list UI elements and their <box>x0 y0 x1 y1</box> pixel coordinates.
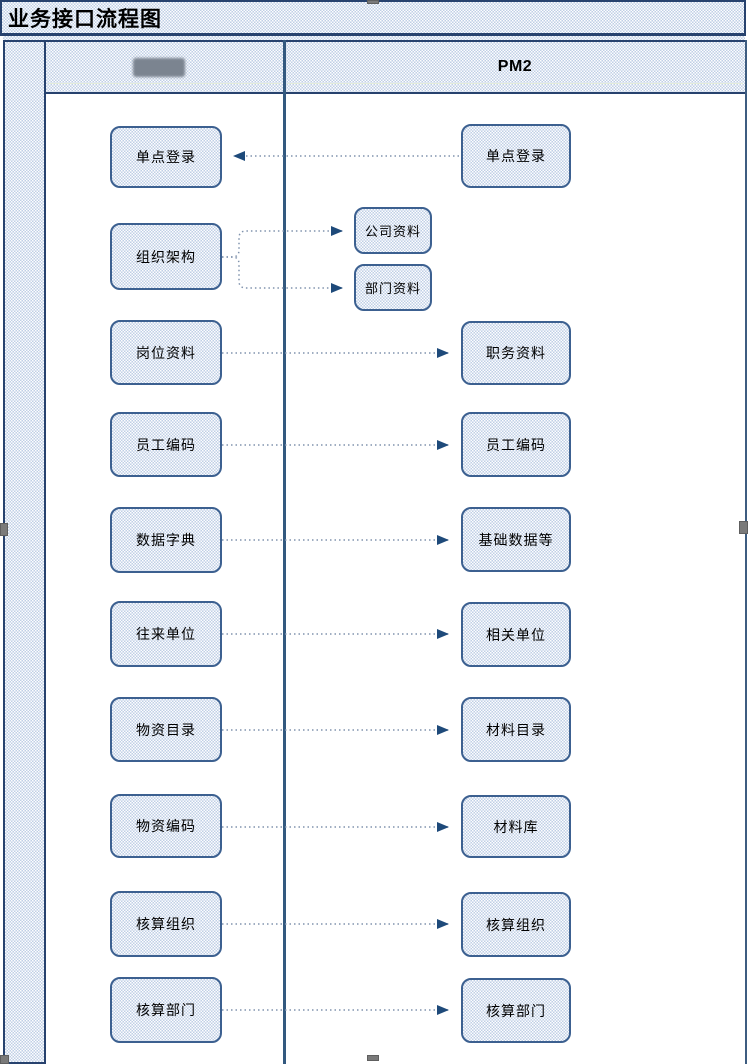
header-underline <box>287 83 743 84</box>
flow-node-company-info: 公司资料 <box>354 207 432 254</box>
lane-divider-line <box>283 40 286 1064</box>
flow-node-employee-code-pm2: 员工编码 <box>461 412 571 477</box>
flow-node-data-dictionary: 数据字典 <box>110 507 222 573</box>
flow-node-accounting-dept-left: 核算部门 <box>110 977 222 1043</box>
selection-handle-left[interactable] <box>0 523 8 536</box>
flow-node-accounting-org-pm2: 核算组织 <box>461 892 571 957</box>
flow-node-counterparty: 往来单位 <box>110 601 222 667</box>
swimlane-side-strip <box>3 40 46 1064</box>
flow-node-related-unit: 相关单位 <box>461 602 571 667</box>
title-gap-strip <box>3 36 745 41</box>
diagram-title: 业务接口流程图 <box>8 7 162 31</box>
flow-node-sso-pm2: 单点登录 <box>461 124 571 188</box>
lane-header-pm2: PM2 <box>283 40 747 94</box>
selection-handle-right[interactable] <box>739 521 748 534</box>
flow-node-sso-left: 单点登录 <box>110 126 222 188</box>
lane-pm2-label: PM2 <box>497 58 533 75</box>
flow-node-material-db: 材料库 <box>461 795 571 858</box>
lane-header-redacted <box>44 40 285 94</box>
flow-node-accounting-dept-pm2: 核算部门 <box>461 978 571 1043</box>
diagram-title-bar: 业务接口流程图 <box>0 0 746 36</box>
flow-node-employee-code-left: 员工编码 <box>110 412 222 477</box>
flow-node-job-info: 职务资料 <box>461 321 571 385</box>
header-underline <box>48 83 281 84</box>
flow-node-material-catalog-pm2: 材料目录 <box>461 697 571 762</box>
flow-node-material-code: 物资编码 <box>110 794 222 858</box>
selection-handle-bottom[interactable] <box>367 1055 379 1061</box>
redacted-lane-label <box>133 58 185 77</box>
connector-org-to-company <box>222 226 343 258</box>
flow-node-basic-data: 基础数据等 <box>461 507 571 572</box>
flow-node-department-info: 部门资料 <box>354 264 432 311</box>
flow-node-org-structure: 组织架构 <box>110 223 222 290</box>
connector-org-to-department <box>222 256 343 293</box>
flow-node-accounting-org-left: 核算组织 <box>110 891 222 957</box>
flow-node-position-info: 岗位资料 <box>110 320 222 385</box>
frame-right-border <box>745 40 747 1064</box>
selection-handle-bottom-left[interactable] <box>0 1055 9 1064</box>
selection-handle-top[interactable] <box>367 0 379 4</box>
flow-node-material-catalog-left: 物资目录 <box>110 697 222 762</box>
